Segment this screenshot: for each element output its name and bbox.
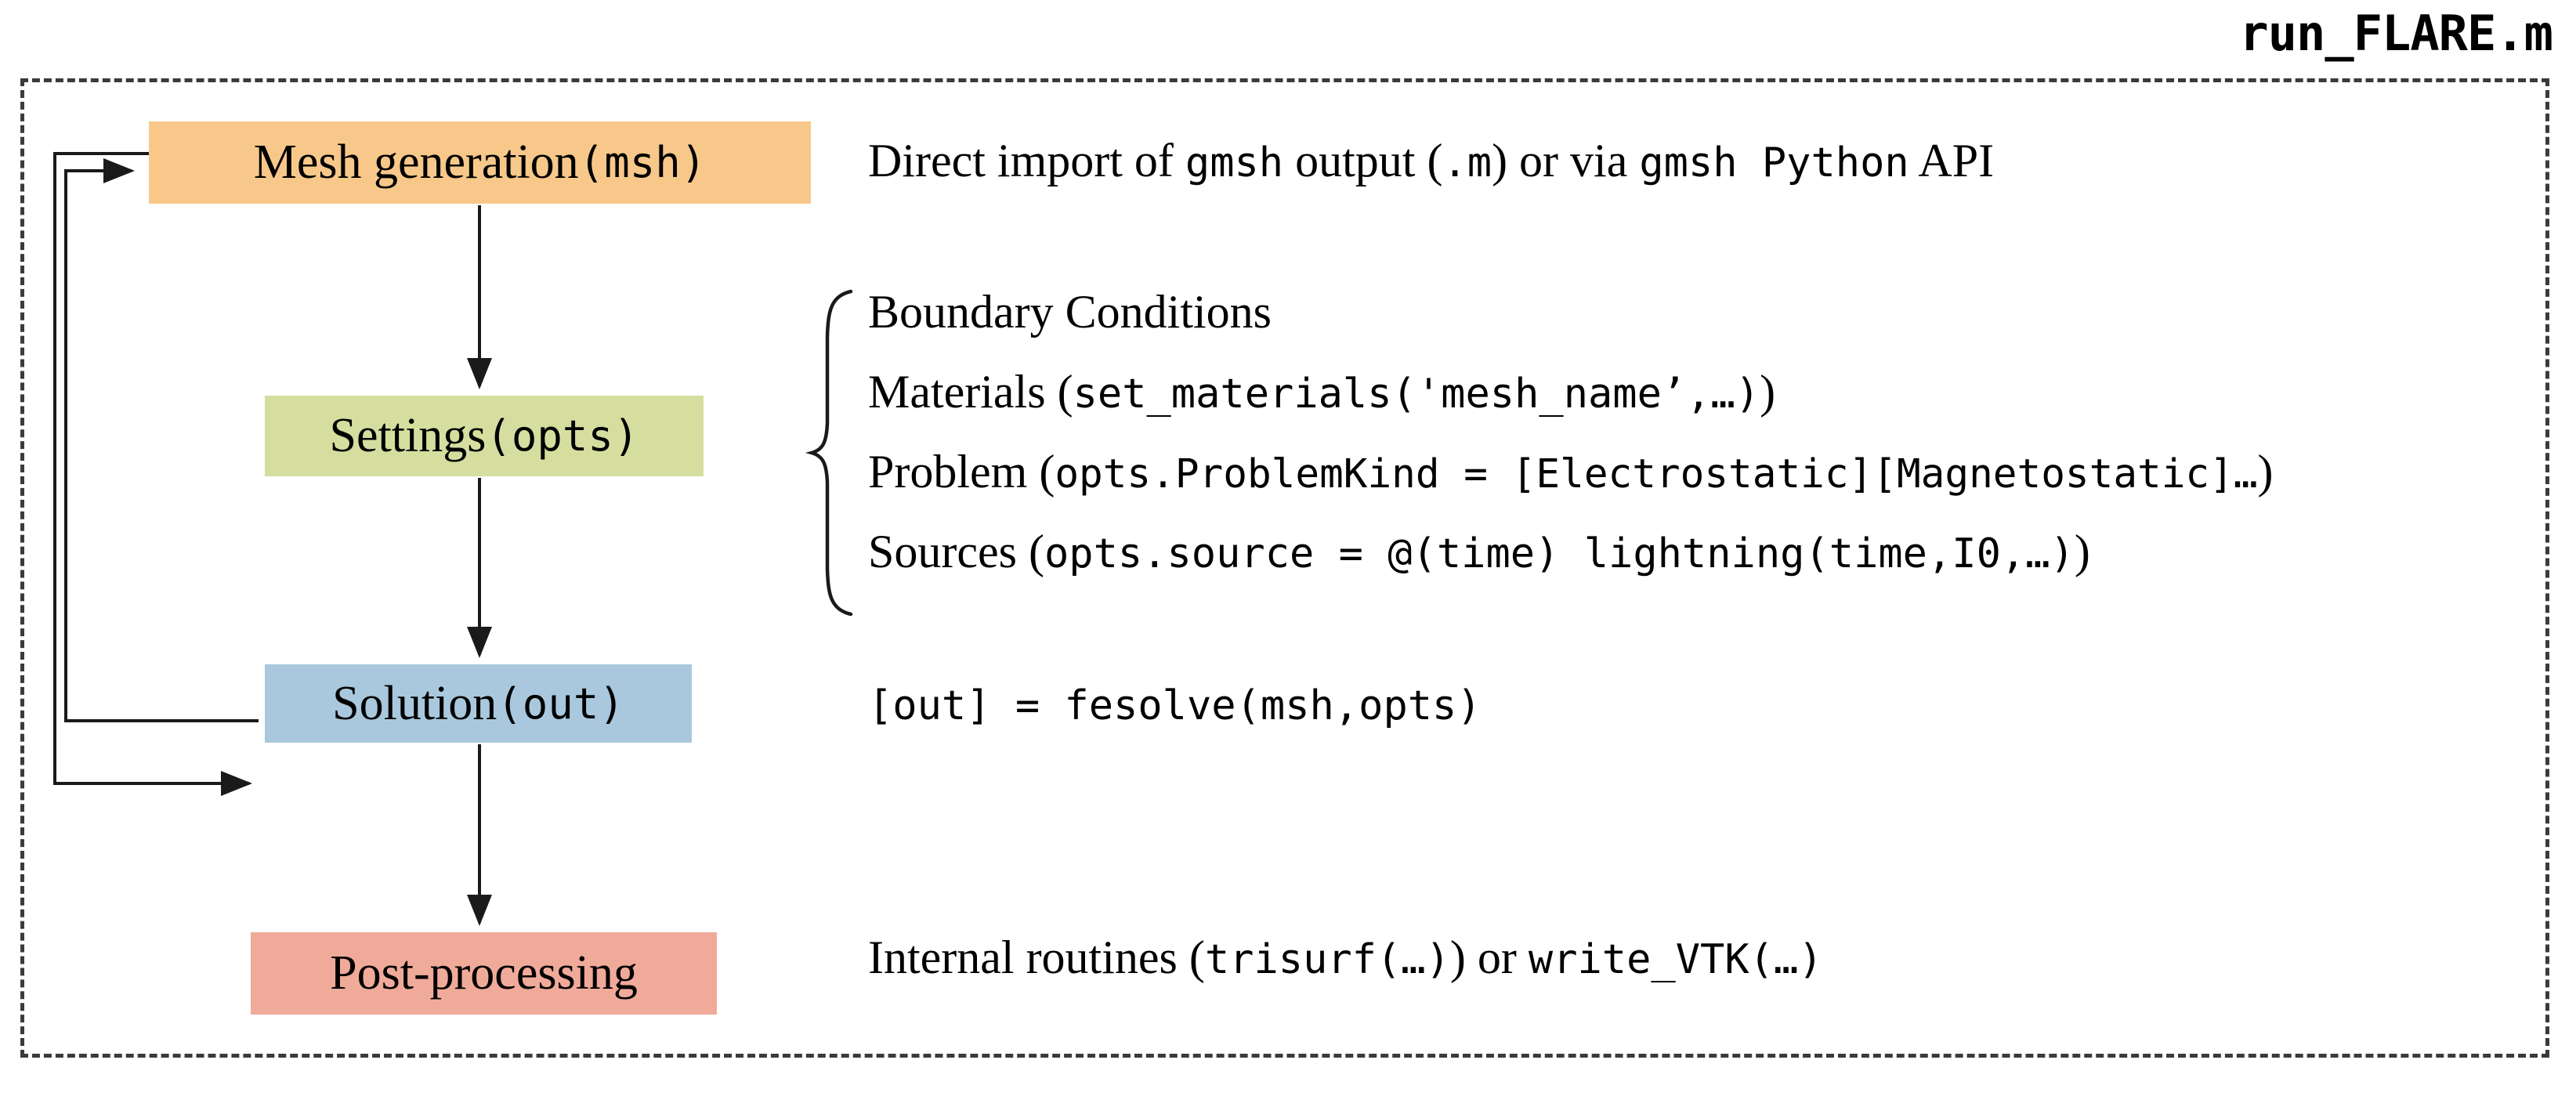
dashed-container-frame <box>20 78 2549 1058</box>
flow-box-post-label: Post-processing <box>330 946 638 1000</box>
note-post-seg1: Internal routines ( <box>868 932 1205 983</box>
note-mat-seg1: Materials ( <box>868 366 1073 418</box>
note-src-seg2: opts.source = @(time) lightning(time,I0,… <box>1044 530 2075 577</box>
flow-box-solution-var: (out) <box>497 678 624 729</box>
note-problem-kind: Problem (opts.ProblemKind = [Electrostat… <box>868 448 2274 495</box>
note-fesolve-call: [out] = fesolve(msh,opts) <box>868 680 1482 727</box>
flow-box-settings-label: Settings <box>329 409 487 462</box>
note-mesh-seg4: .m <box>1442 139 1492 186</box>
note-bc-seg1: Boundary Conditions <box>868 286 1272 338</box>
note-solve-seg1: [out] = fesolve(msh,opts) <box>868 682 1482 729</box>
note-src-seg3: ) <box>2074 526 2090 577</box>
page-title: run_FLARE.m <box>2239 5 2553 62</box>
flow-box-settings-var: (opts) <box>486 411 639 461</box>
flow-box-mesh-var: (msh) <box>578 138 707 187</box>
note-prob-seg1: Problem ( <box>868 446 1055 497</box>
note-boundary-conditions: Boundary Conditions <box>868 288 1272 335</box>
flow-box-solution-label: Solution <box>332 676 497 730</box>
note-mesh-seg1: Direct import of <box>868 135 1185 186</box>
note-prob-seg2: opts.ProblemKind = [Electrostatic][Magne… <box>1055 451 2258 497</box>
note-post-seg2: trisurf(…) <box>1204 936 1450 983</box>
note-post-seg3: ) or <box>1449 932 1529 983</box>
note-mesh-seg3: output ( <box>1283 135 1443 186</box>
flow-box-post-processing[interactable]: Post-processing <box>251 932 717 1015</box>
note-mesh-seg2: gmsh <box>1185 139 1284 186</box>
flow-box-solution[interactable]: Solution (out) <box>265 664 692 743</box>
flow-box-mesh-label: Mesh generation <box>253 136 579 189</box>
note-src-seg1: Sources ( <box>868 526 1044 577</box>
note-post-seg4: write_VTK(…) <box>1528 936 1823 983</box>
flow-box-mesh-generation[interactable]: Mesh generation (msh) <box>149 121 811 204</box>
note-mesh-seg7: API <box>1908 135 1995 186</box>
note-sources: Sources (opts.source = @(time) lightning… <box>868 528 2090 575</box>
note-mesh-seg5: ) or via <box>1492 135 1640 186</box>
note-mesh-seg6: gmsh Python <box>1639 139 1909 186</box>
note-mat-seg2: set_materials('mesh_name’,…) <box>1073 371 1760 418</box>
note-materials: Materials (set_materials('mesh_name’,…)) <box>868 368 1775 415</box>
note-prob-seg3: ) <box>2257 446 2274 497</box>
note-mat-seg3: ) <box>1760 366 1776 418</box>
note-mesh-generation: Direct import of gmsh output (.m) or via… <box>868 137 1994 184</box>
note-post-processing: Internal routines (trisurf(…)) or write_… <box>868 934 1823 981</box>
flow-box-settings[interactable]: Settings (opts) <box>265 396 704 476</box>
